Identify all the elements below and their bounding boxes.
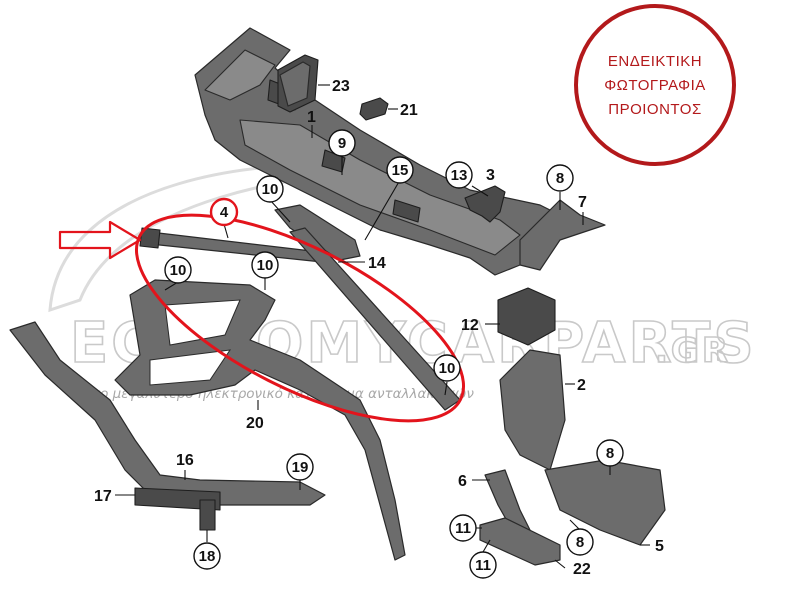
callout-19-label: 19: [292, 459, 309, 476]
callout-13-label: 13: [451, 167, 468, 184]
label-23: 23: [332, 78, 350, 95]
callout-4-label: 4: [220, 204, 229, 221]
callout-10-right-label: 10: [439, 360, 456, 377]
callout-15-label: 15: [392, 162, 409, 179]
callout-10-left: 10: [164, 256, 192, 284]
indicative-photo-stamp: ΕΝΔΕΙΚΤΙΚΗ ΦΩΤΟΓΡΑΦΙΑ ΠΡΟΙΟΝΤΟΣ: [574, 4, 736, 166]
part-16-lower-support: [9, 321, 326, 531]
label-22: 22: [573, 561, 591, 578]
callout-10-top-label: 10: [262, 181, 279, 198]
part-23-bracket: [277, 54, 319, 113]
stamp-line-2: ΦΩΤΟΓΡΑΦΙΑ: [604, 77, 706, 94]
label-2: 2: [577, 377, 586, 394]
label-6: 6: [458, 473, 467, 490]
part-20-frame: [114, 279, 406, 561]
arrow-icon: [58, 220, 142, 260]
part-12-bracket: [497, 287, 556, 346]
label-7: 7: [578, 194, 587, 211]
callout-10-right: 10: [433, 354, 461, 382]
label-5: 5: [655, 538, 664, 555]
plain-labels: 23 21 1 3 7 14 12 2 20 16 17 6 5 22: [94, 78, 664, 578]
label-20: 20: [246, 415, 264, 432]
callout-18-label: 18: [199, 548, 216, 565]
part-22-bracket: [479, 517, 561, 566]
label-12: 12: [461, 317, 479, 334]
callout-11-lower-label: 11: [475, 557, 491, 574]
callout-13: 13: [445, 161, 473, 189]
label-21: 21: [400, 102, 418, 119]
callout-10-mid: 10: [251, 251, 279, 279]
callout-8-mid: 8: [596, 439, 624, 467]
callout-10-top: 10: [256, 175, 284, 203]
callout-11-upper: 11: [449, 514, 477, 542]
callout-18: 18: [193, 542, 221, 570]
callout-8-top: 8: [546, 164, 574, 192]
label-3: 3: [486, 167, 495, 184]
stamp-line-1: ΕΝΔΕΙΚΤΙΚΗ: [608, 53, 702, 70]
callout-8-top-label: 8: [556, 170, 564, 187]
part-14-bracket: [274, 204, 361, 261]
callouts: 9 15 13 8 10 4 10 10: [164, 129, 624, 579]
part-2-bracket: [499, 349, 566, 471]
part-7-bracket: [519, 199, 606, 271]
highlight: [58, 213, 465, 423]
callout-8-low-label: 8: [576, 534, 584, 551]
callout-10-mid-label: 10: [257, 257, 274, 274]
part-1-upper-carrier: [194, 27, 561, 276]
label-1: 1: [307, 109, 316, 126]
watermark-suffix: .GR: [655, 331, 731, 371]
callout-9: 9: [328, 129, 356, 157]
part-5-bracket: [544, 459, 666, 546]
callout-8-low: 8: [566, 528, 594, 556]
callout-15: 15: [386, 156, 414, 184]
part-3-clip: [464, 185, 506, 223]
callout-11-lower: 11: [469, 551, 497, 579]
label-16: 16: [176, 452, 194, 469]
highlight-ellipse: [135, 213, 465, 423]
callout-4: 4: [209, 197, 239, 227]
part-21-clip: [359, 97, 389, 121]
callout-9-label: 9: [338, 135, 346, 152]
callout-10-left-label: 10: [170, 262, 187, 279]
label-17: 17: [94, 488, 112, 505]
stamp-line-3: ΠΡΟΙΟΝΤΟΣ: [608, 101, 702, 118]
callout-11-upper-label: 11: [455, 520, 471, 537]
callout-8-mid-label: 8: [606, 445, 614, 462]
callout-19: 19: [286, 453, 314, 481]
label-14: 14: [368, 255, 386, 272]
